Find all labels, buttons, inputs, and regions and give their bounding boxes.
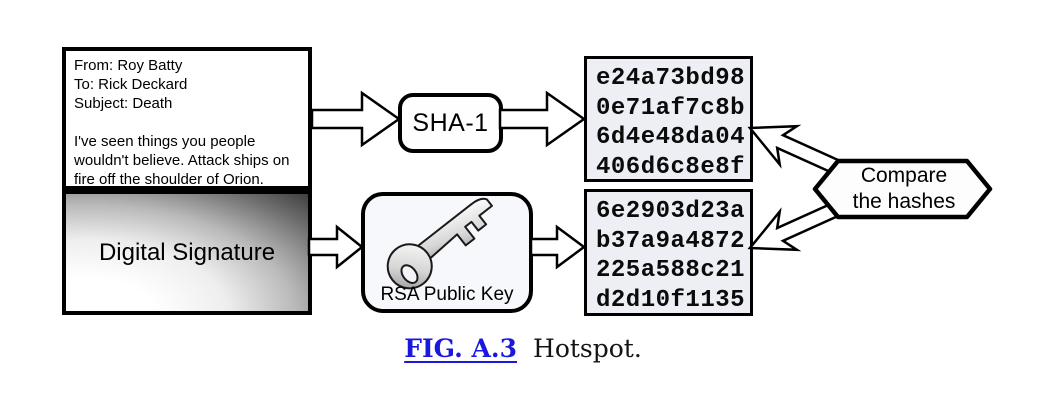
hash-box-signature: 6e2903d23a b37a9a4872 225a588c21 d2d10f1… xyxy=(584,189,753,316)
message-to-line: To: Rick Deckard xyxy=(74,76,188,93)
message-body-line: wouldn't believe. Attack ships on xyxy=(74,152,290,169)
message-from-line: From: Roy Batty xyxy=(74,57,183,74)
message-box: From: Roy Batty To: Rick Deckard Subject… xyxy=(62,47,312,190)
message-body-line: I've seen things you people xyxy=(74,133,256,150)
message-blank-line xyxy=(74,113,302,132)
digital-signature-label: Digital Signature xyxy=(98,238,276,266)
hash-box-message: e24a73bd98 0e71af7c8b 6d4e48da04 406d6c8… xyxy=(584,56,753,182)
arrow-message-to-sha1 xyxy=(310,90,402,148)
hash-line: 225a588c21 xyxy=(596,257,746,284)
hash-line: e24a73bd98 xyxy=(596,65,746,92)
compare-line-2: the hashes xyxy=(852,190,956,213)
rsa-public-key-label: RSA Public Key xyxy=(380,284,514,305)
hash-line: d2d10f1135 xyxy=(596,286,746,314)
message-subject-line: Subject: Death xyxy=(74,95,173,112)
hash-line: 0e71af7c8b xyxy=(596,94,746,122)
sha1-box: SHA-1 xyxy=(398,93,503,153)
key-blade xyxy=(409,197,493,267)
figure-reference-link[interactable]: FIG. A.3 xyxy=(404,334,518,363)
key-hole xyxy=(400,264,419,284)
compare-hashes-label: Compare the hashes xyxy=(822,163,986,215)
message-body-line: fire off the shoulder of Orion. xyxy=(74,171,264,188)
arrow-sha1-to-hash xyxy=(498,90,587,148)
key-icon xyxy=(386,197,493,290)
sha1-label: SHA-1 xyxy=(412,108,489,137)
hash-line: 6e2903d23a xyxy=(596,198,746,225)
hash-line: b37a9a4872 xyxy=(596,227,746,255)
hash-line: 6d4e48da04 xyxy=(596,124,746,151)
hash-line: 406d6c8e8f xyxy=(596,153,746,181)
compare-line-1: Compare xyxy=(860,164,948,187)
rsa-public-key-box: RSA Public Key xyxy=(361,192,533,313)
digital-signature-box: Digital Signature xyxy=(62,190,312,315)
figure-caption: FIG. A.3 Hotspot. xyxy=(0,334,1046,363)
arrow-rsa-to-hash xyxy=(529,224,587,270)
figure-caption-text: Hotspot. xyxy=(533,334,642,363)
arrow-signature-to-rsa xyxy=(307,224,365,270)
